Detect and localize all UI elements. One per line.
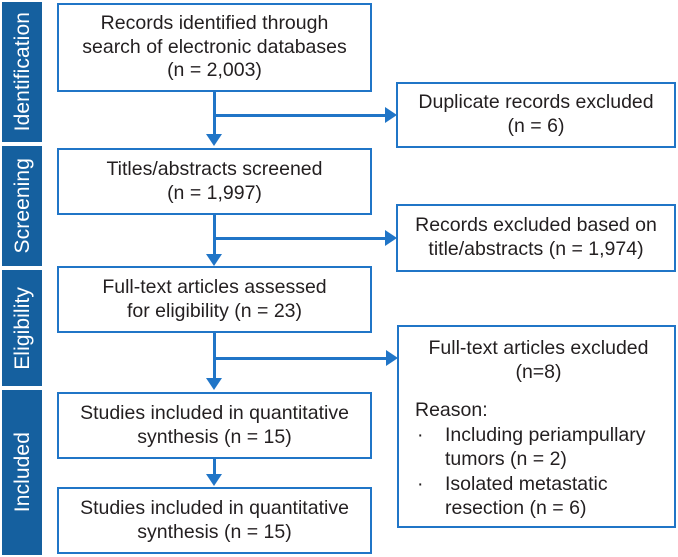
connector-vertical-3	[213, 333, 216, 380]
box-studies-included-1: Studies included in quantitative synthes…	[57, 392, 372, 459]
arrow-down-3	[206, 378, 222, 390]
records-identified-line2: search of electronic databases	[82, 35, 347, 58]
stage-label-screening: Screening	[10, 158, 34, 254]
records-excluded-line1: Records excluded based on	[415, 214, 657, 237]
connector-horizontal-1	[213, 114, 387, 117]
fulltext-excluded-reason-list: ·Including periampullary tumors (n = 2) …	[413, 424, 664, 520]
studies-included-1-line1: Studies included in quantitative	[80, 401, 349, 424]
duplicates-excluded-line1: Duplicate records excluded	[418, 91, 654, 114]
fulltext-excluded-title-line2: (n=8)	[515, 360, 562, 383]
bullet-icon: ·	[417, 424, 424, 447]
stage-label-eligibility: Eligibility	[10, 286, 34, 370]
connector-vertical-2	[213, 215, 216, 256]
box-records-excluded: Records excluded based on title/abstract…	[396, 204, 676, 272]
box-fulltext-excluded: Full-text articles excluded (n=8) Reason…	[397, 325, 676, 528]
arrow-down-4	[206, 474, 222, 486]
arrow-down-2	[206, 254, 222, 266]
reason-text-0: Including periampullary tumors (n = 2)	[445, 424, 646, 471]
arrow-down-1	[206, 134, 222, 146]
titles-screened-line1: Titles/abstracts screened	[106, 157, 323, 180]
box-records-identified: Records identified through search of ele…	[57, 3, 372, 92]
arrow-right-3	[386, 350, 398, 366]
fulltext-assessed-line1: Full-text articles assessed	[102, 275, 327, 298]
studies-included-2-line2: synthesis (n = 15)	[137, 520, 292, 543]
connector-horizontal-2	[213, 237, 387, 240]
stage-bar-screening: Screening	[2, 146, 42, 266]
studies-included-2-line1: Studies included in quantitative	[80, 496, 349, 519]
records-excluded-line2: title/abstracts (n = 1,974)	[428, 238, 644, 260]
stage-label-included: Included	[10, 432, 34, 513]
list-item: · Isolated metastatic resection (n = 6)	[417, 472, 664, 521]
connector-vertical-4	[213, 459, 216, 477]
list-item: · Including periampullary tumors (n = 2)	[417, 424, 664, 472]
studies-included-1-line2: synthesis (n = 15)	[137, 425, 292, 448]
records-identified-line3: (n = 2,003)	[167, 59, 262, 82]
stage-bar-identification: Identification	[2, 2, 42, 142]
box-studies-included-2: Studies included in quantitative synthes…	[57, 487, 372, 554]
box-fulltext-assessed: Full-text articles assessed for eligibil…	[57, 266, 372, 333]
fulltext-excluded-reason-label: Reason:	[415, 398, 488, 421]
duplicates-excluded-line2: (n = 6)	[507, 115, 565, 137]
titles-screened-line2: (n = 1,997)	[167, 181, 262, 204]
arrow-right-2	[385, 230, 397, 246]
fulltext-excluded-title-line1: Full-text articles excluded	[428, 337, 649, 359]
records-identified-line1: Records identified through	[100, 11, 329, 34]
bullet-icon: ·	[417, 472, 424, 495]
fulltext-assessed-line2: for eligibility (n = 23)	[126, 299, 303, 322]
stage-label-identification: Identification	[10, 12, 34, 132]
box-duplicates-excluded: Duplicate records excluded (n = 6)	[396, 82, 676, 148]
fulltext-excluded-title: Full-text articles excluded (n=8)	[413, 337, 664, 385]
connector-horizontal-3	[213, 357, 388, 360]
reason-text-1: Isolated metastatic resection (n = 6)	[445, 472, 608, 519]
box-titles-screened: Titles/abstracts screened (n = 1,997)	[57, 148, 372, 215]
arrow-right-1	[385, 107, 397, 123]
stage-bar-eligibility: Eligibility	[2, 270, 42, 386]
stage-bar-included: Included	[2, 390, 42, 555]
